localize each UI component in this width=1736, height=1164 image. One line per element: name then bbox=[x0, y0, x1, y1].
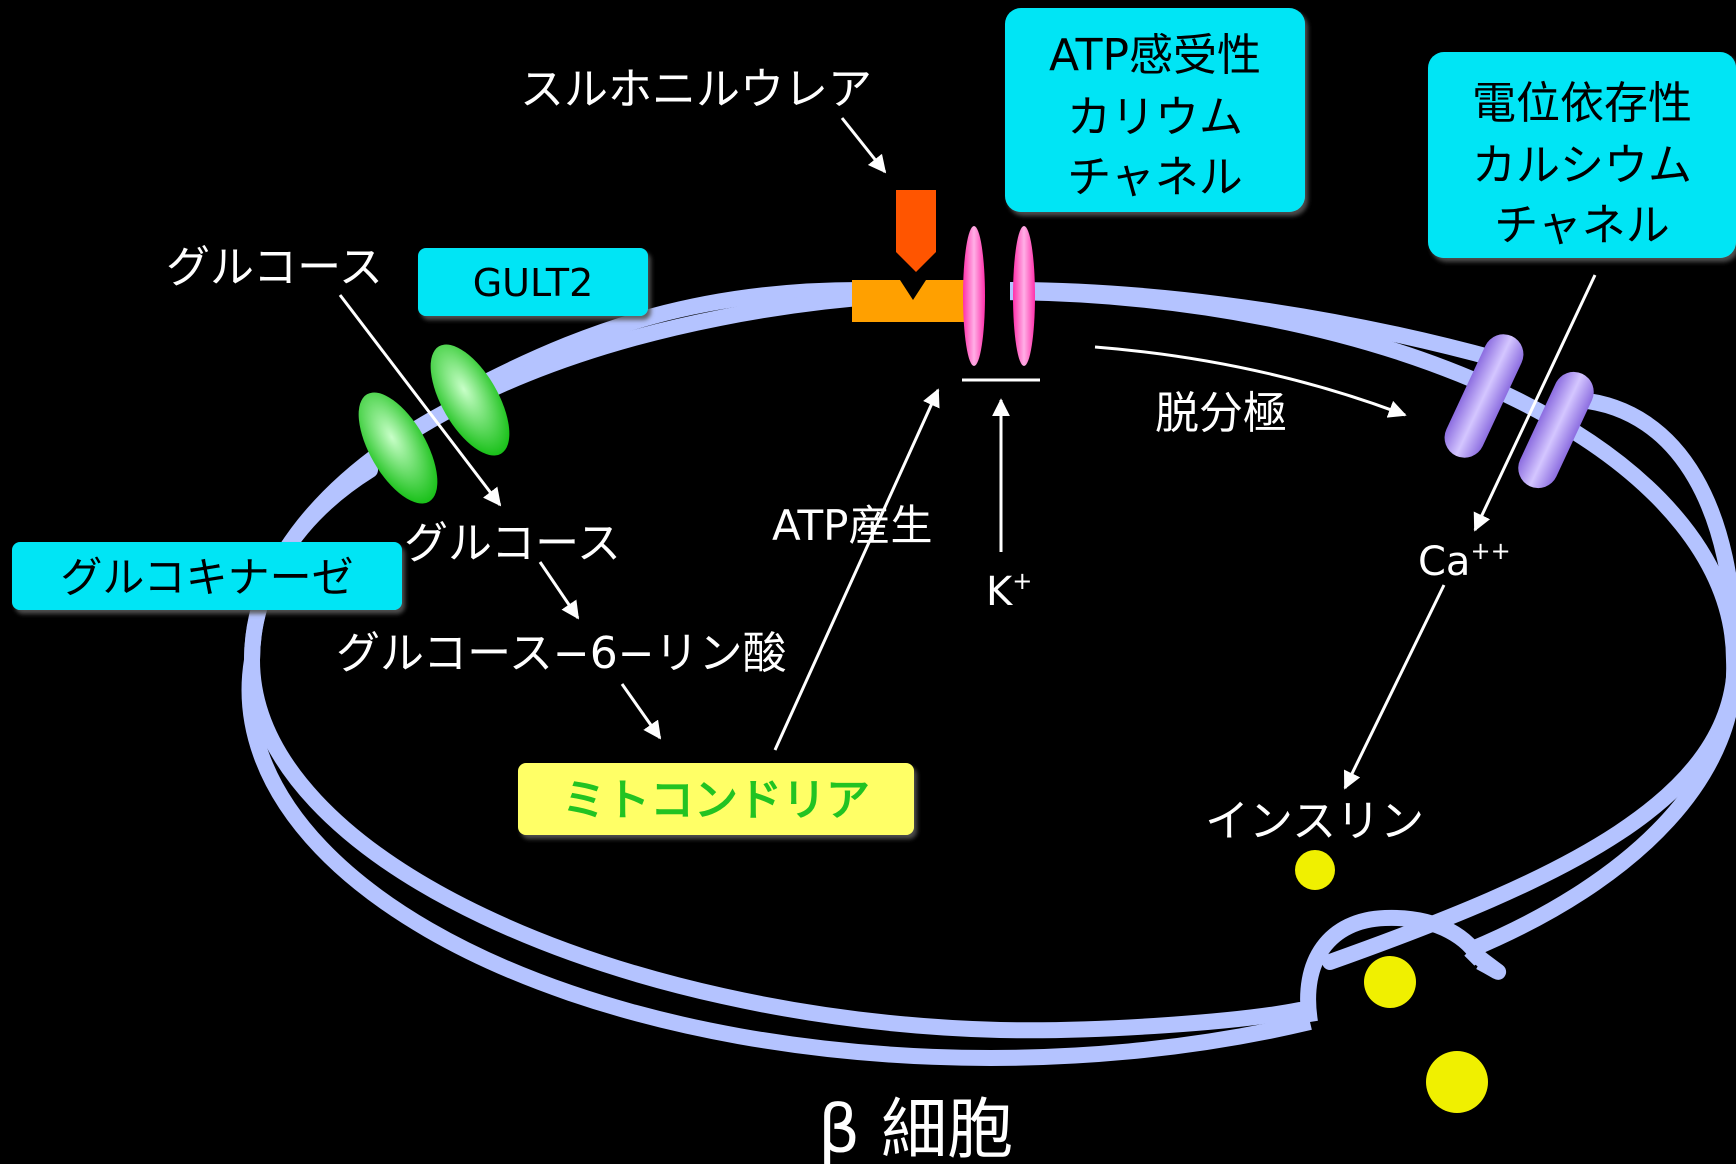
mitochondria-label: ミトコンドリア bbox=[562, 775, 870, 826]
arrow-glucose-to-g6p bbox=[538, 561, 580, 620]
ca-ion-charge: ++ bbox=[1470, 537, 1510, 565]
arrow-ca-to-insulin bbox=[1343, 584, 1446, 790]
vdcc-line1: 電位依存性 bbox=[1472, 78, 1692, 129]
katp-line3: チャネル bbox=[1067, 152, 1243, 203]
katp-line2: カリウム bbox=[1067, 92, 1243, 143]
arrow-glucose-entry bbox=[338, 294, 502, 507]
katp-box: ATP感受性 カリウム チャネル bbox=[1005, 8, 1305, 212]
gult2-label: GULT2 bbox=[473, 261, 594, 305]
sulfonylurea-receptor bbox=[852, 280, 966, 322]
katp-line1: ATP感受性 bbox=[1049, 30, 1261, 81]
glucokinase-label: グルコキナーゼ bbox=[60, 553, 353, 602]
insulin-granule-1 bbox=[1295, 850, 1335, 890]
atp-production-label: ATP産生 bbox=[772, 501, 932, 550]
exocytosis-pocket bbox=[1300, 909, 1488, 1024]
insulin-granule-2 bbox=[1364, 956, 1416, 1008]
vdcc-box: 電位依存性 カルシウム チャネル bbox=[1428, 52, 1736, 258]
glut2-channel-left bbox=[358, 392, 438, 504]
exocytosis-pocket-2 bbox=[1464, 943, 1507, 980]
g6p-label: グルコース−6−リン酸 bbox=[336, 628, 787, 679]
arrow-sulfonylurea bbox=[840, 117, 887, 174]
katp-channel-right bbox=[1013, 226, 1035, 366]
glucose-inside-label: グルコース bbox=[404, 518, 621, 569]
ca-channel-left bbox=[1444, 334, 1524, 458]
ca-ion-label: Ca++ bbox=[1418, 537, 1511, 585]
arrow-ca-channel bbox=[1473, 274, 1597, 532]
insulin-label: インスリン bbox=[1205, 796, 1424, 847]
arrow-atp bbox=[773, 388, 940, 751]
vdcc-line2: カルシウム bbox=[1472, 140, 1692, 191]
mitochondria-box: ミトコンドリア bbox=[518, 763, 914, 835]
cell-title: β 細胞 bbox=[818, 1091, 1013, 1164]
cell-ellipse-bottom bbox=[241, 658, 1312, 1066]
sulfonylurea-drug bbox=[896, 190, 936, 272]
ca-channel-right bbox=[1518, 371, 1594, 489]
k-ion-charge: + bbox=[1012, 567, 1032, 595]
insulin-granule-3 bbox=[1426, 1051, 1488, 1113]
k-ion-symbol: K bbox=[986, 569, 1014, 615]
sulfonylurea-label: スルホニルウレア bbox=[520, 64, 872, 115]
gult2-box: GULT2 bbox=[418, 248, 648, 316]
ca-ion-symbol: Ca bbox=[1418, 539, 1470, 585]
glucokinase-box: グルコキナーゼ bbox=[12, 542, 402, 610]
k-ion-label: K+ bbox=[986, 567, 1032, 615]
arrow-g6p-to-mito bbox=[620, 683, 662, 740]
glucose-outside-label: グルコース bbox=[166, 242, 383, 293]
glut2-channel-right bbox=[430, 344, 510, 456]
depolarization-label: 脱分極 bbox=[1155, 388, 1287, 439]
katp-channel-left bbox=[963, 226, 985, 366]
vdcc-line3: チャネル bbox=[1494, 200, 1670, 251]
arrow-depolarization bbox=[1094, 345, 1407, 418]
